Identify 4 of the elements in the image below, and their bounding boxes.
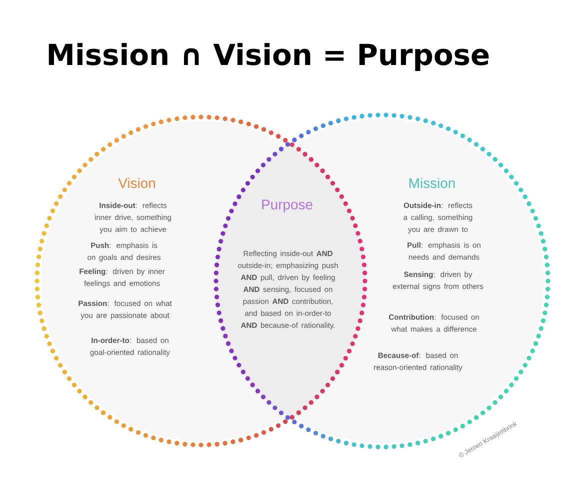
title: Mission ∩ Vision = Purpose (48, 43, 489, 71)
circle-heading: Purpose (262, 200, 312, 212)
circle-heading: Mission (410, 178, 455, 188)
circle-heading: Vision (118, 178, 155, 188)
